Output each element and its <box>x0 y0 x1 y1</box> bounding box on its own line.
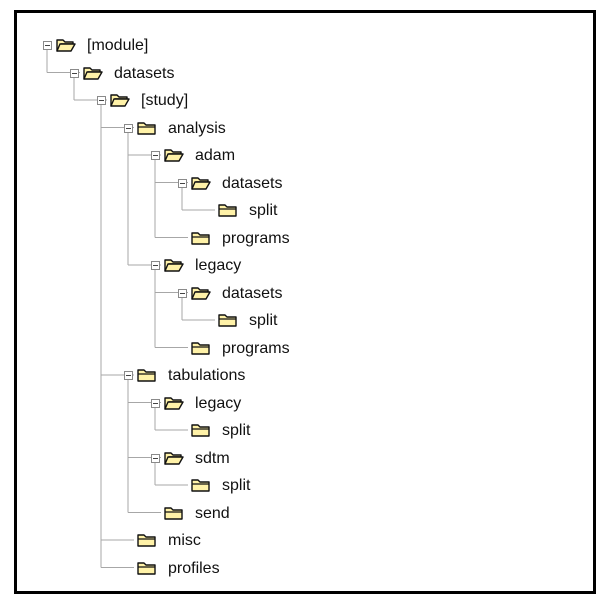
tree-item-label: [study] <box>141 92 189 109</box>
folder-tree: [module] datasets [study] analysis adam datas… <box>25 21 370 593</box>
tree-item-programs[interactable]: programs <box>25 226 365 253</box>
tree-item-label: datasets <box>114 64 175 82</box>
tree-item-label: programs <box>222 229 290 247</box>
tree-item-label: datasets <box>222 284 283 302</box>
tree-item-legacy[interactable]: legacy <box>25 253 365 280</box>
tree-item-label: send <box>195 504 230 522</box>
tree-item-label: legacy <box>195 257 242 274</box>
tree-connector-lines <box>46 45 215 568</box>
tree-item-split[interactable]: split <box>25 198 365 225</box>
tree-item-label: split <box>222 422 251 439</box>
tree-item-tabulations[interactable]: tabulations <box>25 363 365 390</box>
collapse-toggle-icon[interactable] <box>43 41 52 50</box>
open-folder-icon <box>191 285 211 301</box>
open-folder-icon <box>164 395 184 411</box>
tree-item-module[interactable]: [module] <box>25 33 365 60</box>
tree-item-datasets[interactable]: datasets <box>25 171 365 198</box>
tree-item-label: misc <box>168 532 201 549</box>
tree-item-split[interactable]: split <box>25 473 365 500</box>
closed-folder-icon <box>191 230 211 246</box>
tree-item-datasets[interactable]: datasets <box>25 281 365 308</box>
open-folder-icon <box>164 257 184 273</box>
tree-item-label: [module] <box>87 37 149 54</box>
tree-item-label: tabulations <box>168 367 246 384</box>
tree-item-sdtm[interactable]: sdtm <box>25 446 365 473</box>
tree-item-label: profiles <box>168 559 220 577</box>
closed-folder-icon <box>218 202 238 218</box>
tree-item-label: legacy <box>195 394 242 412</box>
closed-folder-icon <box>191 422 211 438</box>
open-folder-icon <box>110 92 130 108</box>
tree-item-split[interactable]: split <box>25 418 365 445</box>
collapse-toggle-icon[interactable] <box>151 151 160 160</box>
open-folder-icon <box>56 37 76 53</box>
tree-item-label: sdtm <box>195 449 230 467</box>
collapse-toggle-icon[interactable] <box>178 178 187 188</box>
tree-panel-frame: [module] datasets [study] analysis adam datas… <box>14 10 596 594</box>
closed-folder-icon <box>164 505 184 521</box>
tree-item-label: adam <box>195 147 236 164</box>
tree-item-misc[interactable]: misc <box>25 528 365 555</box>
open-folder-icon <box>164 450 184 466</box>
tree-item-profiles[interactable]: profiles <box>25 556 365 583</box>
closed-folder-icon <box>137 367 157 383</box>
tree-item-label: split <box>249 202 278 219</box>
tree-item-split[interactable]: split <box>25 308 365 335</box>
tree-item-label: split <box>222 477 251 494</box>
closed-folder-icon <box>191 477 211 493</box>
tree-item-datasets[interactable]: datasets <box>25 61 365 88</box>
collapse-toggle-icon[interactable] <box>151 453 160 463</box>
tree-item-study[interactable]: [study] <box>25 88 365 115</box>
tree-item-adam[interactable]: adam <box>25 143 365 170</box>
closed-folder-icon <box>137 120 157 136</box>
tree-item-label: split <box>249 312 278 329</box>
tree-item-programs[interactable]: programs <box>25 336 365 363</box>
tree-item-label: datasets <box>222 174 283 192</box>
collapse-toggle-icon[interactable] <box>124 123 133 133</box>
collapse-toggle-icon[interactable] <box>178 288 187 298</box>
tree-item-label: programs <box>222 339 290 357</box>
closed-folder-icon <box>137 560 157 576</box>
open-folder-icon <box>83 65 103 81</box>
tree-item-legacy[interactable]: legacy <box>25 391 365 418</box>
collapse-toggle-icon[interactable] <box>97 96 106 105</box>
collapse-toggle-icon[interactable] <box>151 261 160 270</box>
closed-folder-icon <box>218 312 238 328</box>
tree-item-send[interactable]: send <box>25 501 365 528</box>
open-folder-icon <box>191 175 211 191</box>
tree-item-analysis[interactable]: analysis <box>25 116 365 143</box>
tree-item-label: analysis <box>168 119 226 137</box>
collapse-toggle-icon[interactable] <box>70 68 79 78</box>
closed-folder-icon <box>137 532 157 548</box>
collapse-toggle-icon[interactable] <box>124 371 133 380</box>
open-folder-icon <box>164 147 184 163</box>
collapse-toggle-icon[interactable] <box>151 398 160 408</box>
closed-folder-icon <box>191 340 211 356</box>
